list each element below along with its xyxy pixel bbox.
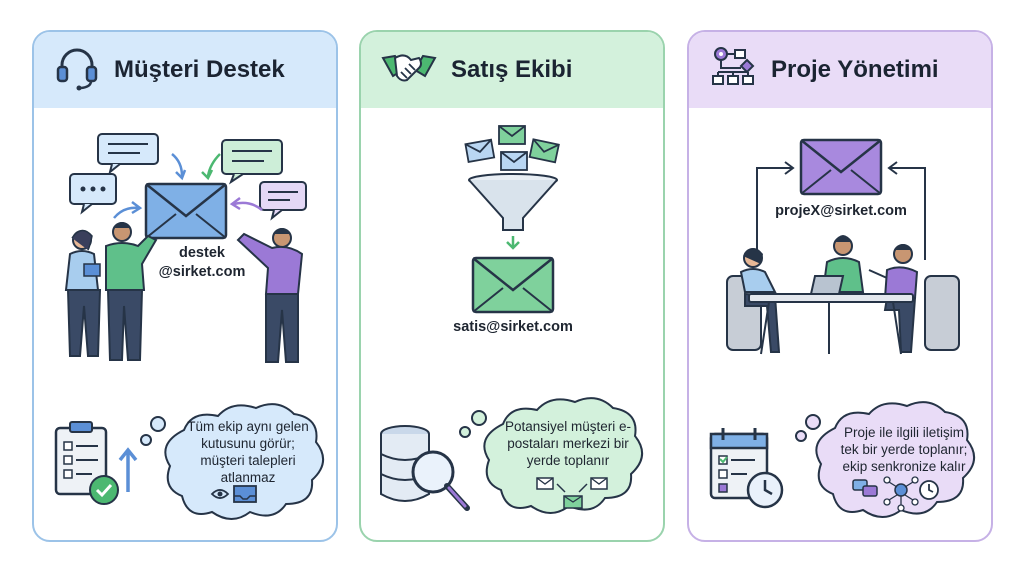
chat-bubble-icon xyxy=(69,173,117,215)
person-figure xyxy=(64,229,102,357)
chat-bubble-icon xyxy=(221,139,283,185)
chat-bubble-icon xyxy=(852,479,878,497)
support-email-address: destek @sirket.com xyxy=(152,244,252,282)
magnifier-icon xyxy=(411,450,470,511)
panel-sales-team: Satış Ekibi xyxy=(359,30,665,542)
envelope-icon xyxy=(464,138,496,164)
panel-customer-support: Müşteri Destek xyxy=(32,30,338,542)
envelope-icon xyxy=(536,477,554,490)
panel-title: Proje Yönetimi xyxy=(771,56,939,83)
funnel-icon xyxy=(468,173,558,250)
network-icon xyxy=(883,476,919,512)
panel-title: Satış Ekibi xyxy=(451,56,573,83)
envelope-icon xyxy=(500,151,528,171)
sales-cloud-text: Potansiyel müşteri e-postaları merkezi b… xyxy=(504,419,632,468)
envelope-icon xyxy=(471,256,555,314)
envelope-icon xyxy=(563,495,583,509)
clock-icon xyxy=(919,480,939,500)
panel-header: Proje Yönetimi xyxy=(689,32,991,108)
headset-icon xyxy=(54,45,100,96)
project-illustration xyxy=(709,138,975,518)
email-line-1: destek xyxy=(179,245,225,261)
envelope-icon xyxy=(590,477,608,490)
email-line-2: @sirket.com xyxy=(158,264,246,280)
sales-email-address: satis@sirket.com xyxy=(453,319,573,335)
envelope-icon xyxy=(799,138,883,196)
handshake-icon xyxy=(381,48,437,93)
chat-bubble-icon xyxy=(97,133,159,175)
inbox-icon xyxy=(233,485,257,503)
support-illustration xyxy=(54,133,324,520)
envelope-icon xyxy=(498,125,526,145)
panel-header: Müşteri Destek xyxy=(34,32,336,108)
envelope-icon xyxy=(528,138,560,164)
project-email-address: projeX@sirket.com xyxy=(775,203,907,219)
meeting-scene xyxy=(726,235,960,355)
support-cloud-text: Tüm ekip aynı gelen kutusunu görür; müşt… xyxy=(187,419,309,485)
panel-project-management: Proje Yönetimi xyxy=(687,30,993,542)
panel-header: Satış Ekibi xyxy=(361,32,663,108)
envelope-icon xyxy=(144,182,228,240)
clipboard-checklist-icon xyxy=(54,421,138,505)
clock-icon xyxy=(746,471,784,509)
sales-illustration xyxy=(380,125,643,514)
project-cloud-text: Proje ile ilgili iletişim tek bir yerde … xyxy=(840,425,968,474)
workflow-gear-icon xyxy=(709,44,757,97)
eye-icon xyxy=(210,489,230,499)
panel-title: Müşteri Destek xyxy=(114,56,285,83)
person-figure xyxy=(105,222,158,361)
chat-bubble-icon xyxy=(259,181,307,221)
person-figure xyxy=(236,228,304,363)
